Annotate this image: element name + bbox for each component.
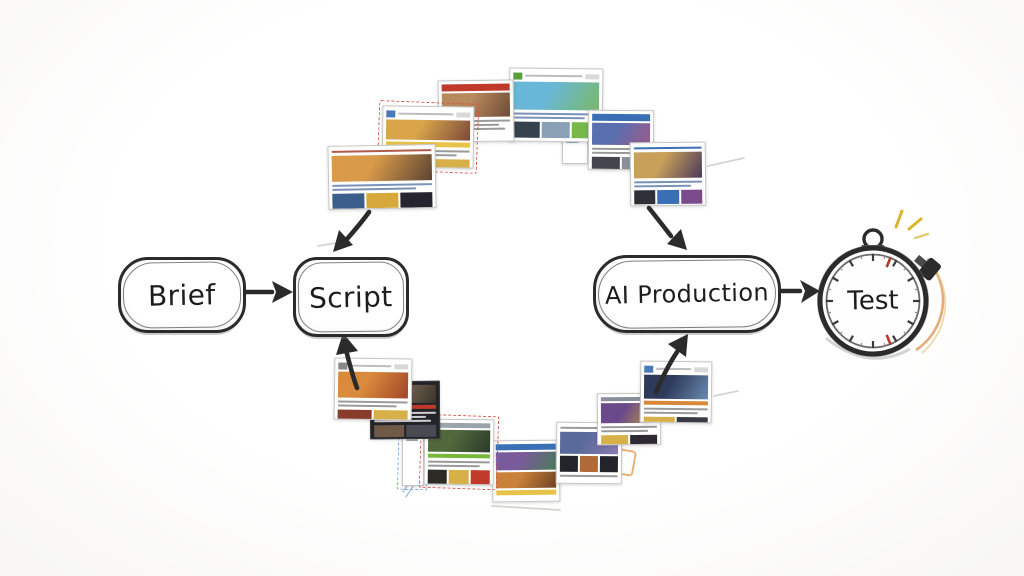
webpage-thumbnail	[629, 141, 707, 207]
stopwatch-crown-ring	[862, 228, 884, 250]
thumbnail-page	[629, 141, 707, 207]
webpage-thumbnail	[327, 144, 437, 210]
node-script: Script	[293, 257, 409, 337]
arrow-top-collage-to-script	[333, 209, 372, 252]
thumbnail-page	[327, 144, 437, 210]
thumbnail-page	[491, 439, 561, 503]
thumbnail-page	[333, 357, 413, 421]
spark-accent-lines	[894, 209, 930, 240]
arrow-top-collage-to-ai-production	[646, 205, 687, 250]
node-brief-label: Brief	[147, 277, 217, 313]
node-script-label: Script	[308, 279, 394, 315]
arrow-brief-to-script	[243, 281, 293, 303]
stopwatch-side-button	[914, 254, 941, 281]
webpage-thumbnail	[491, 439, 561, 503]
arrow-ai-production-to-test	[776, 280, 820, 303]
webpage-thumbnail	[333, 357, 413, 421]
thumbnail-page	[639, 360, 713, 424]
node-test-label: Test	[847, 285, 899, 317]
webpage-thumbnail	[639, 360, 713, 424]
node-ai-production-label: AI Production	[604, 278, 770, 310]
node-ai-production: AI Production	[593, 255, 781, 333]
node-brief: Brief	[118, 257, 246, 333]
